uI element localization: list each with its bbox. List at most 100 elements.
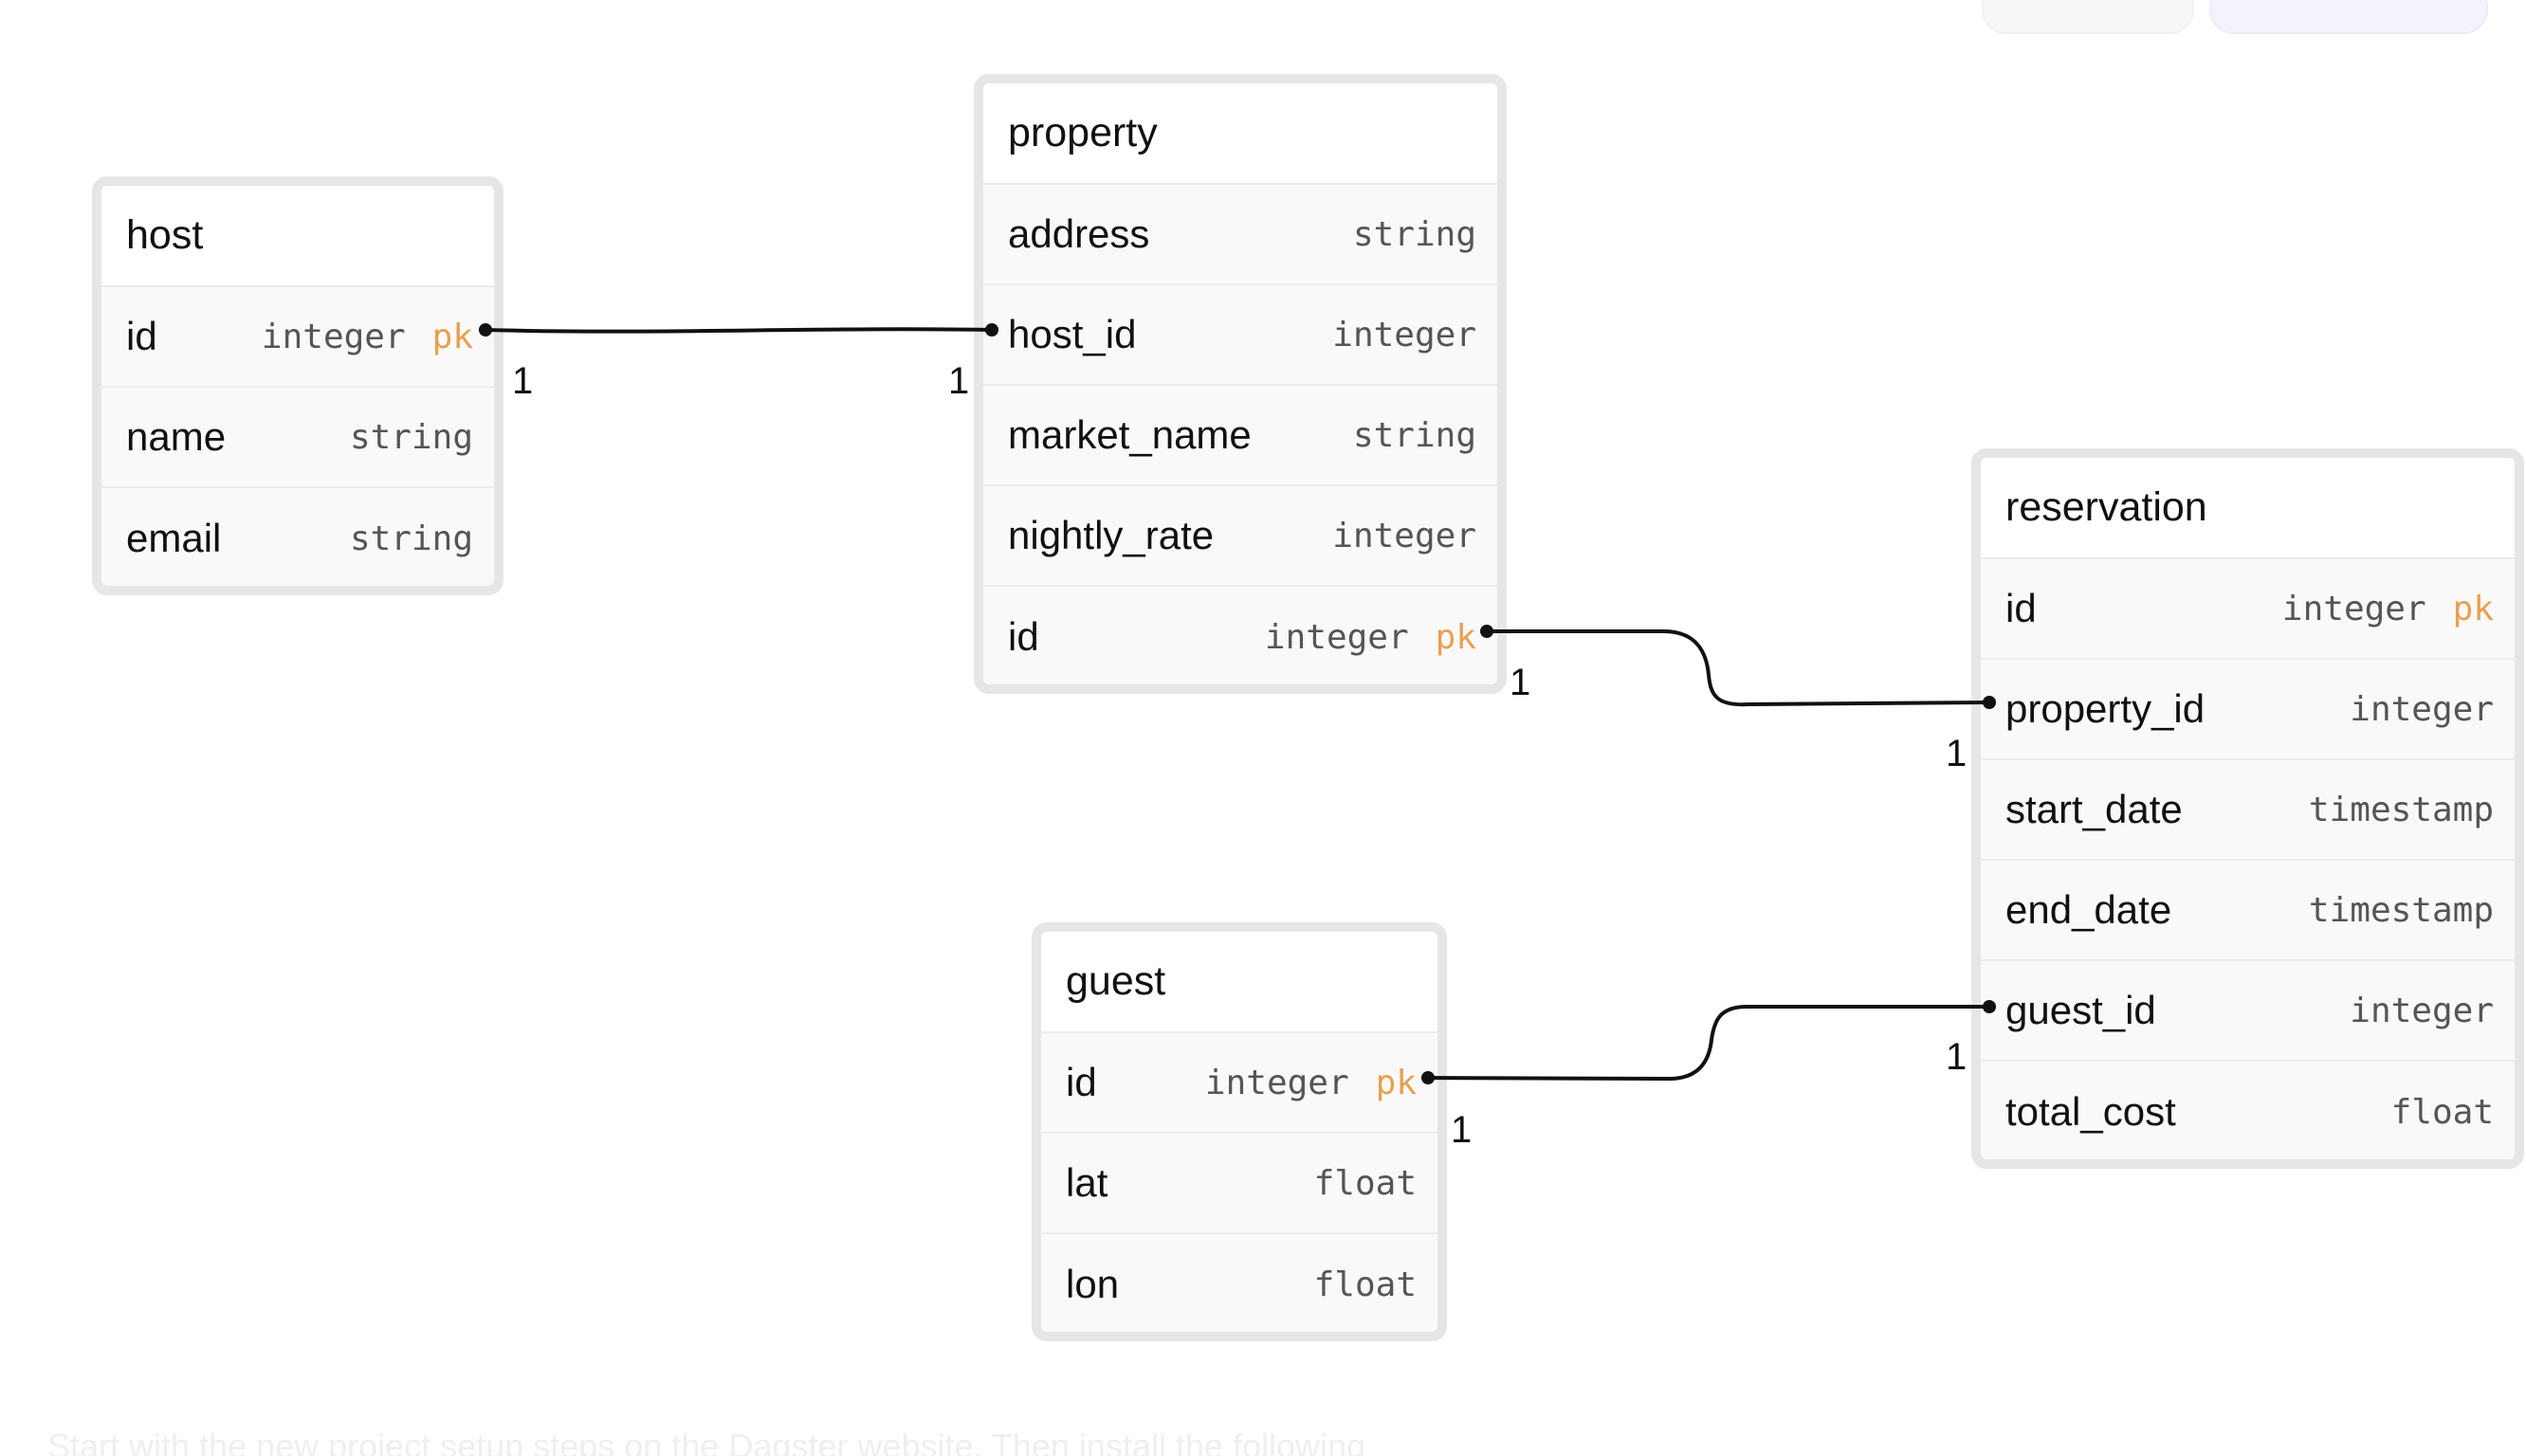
column-name: market_name [1008,412,1252,457]
column-row-end-date[interactable]: end_date timestamp [1981,861,2515,961]
column-name: total_cost [2005,1089,2176,1134]
column-type: integer [2350,991,2494,1030]
entity-title: reservation [1981,458,2515,559]
connector-line [1427,1004,1989,1082]
column-type: integer [1204,1063,1349,1102]
entity-guest[interactable]: guest id integer pk lat float lon float [1032,922,1447,1341]
top-control-left[interactable] [1982,0,2194,34]
cardinality-label: 1 [948,360,969,402]
column-type: string [349,519,473,558]
column-type-group: integer [2350,992,2494,1030]
cardinality-label: 1 [1946,1036,1967,1078]
column-type: integer [1332,516,1476,555]
column-type: integer [2281,589,2426,628]
column-row-total-cost[interactable]: total_cost float [1981,1062,2515,1159]
column-row-id[interactable]: id integer pk [983,587,1497,684]
column-row-name[interactable]: name string [101,388,494,488]
column-row-lat[interactable]: lat float [1041,1134,1437,1234]
primary-key-badge: pk [1435,617,1476,657]
column-type-group: timestamp [2309,791,2494,829]
primary-key-badge: pk [431,317,473,356]
column-name: id [1066,1060,1097,1104]
column-type-group: integer pk [262,318,473,356]
background-instructions-text: Start with the new project setup steps o… [47,1427,1366,1456]
column-name: lat [1066,1160,1108,1205]
column-type-group: integer pk [1205,1064,1417,1102]
column-row-nightly-rate[interactable]: nightly_rate integer [983,486,1497,587]
column-type-group: float [1314,1265,1417,1304]
column-type: integer [1264,617,1409,657]
entity-columns: id integer pk name string email string [101,287,494,586]
cardinality-label: 1 [1510,662,1530,703]
column-name: host_id [1008,312,1137,356]
column-type: integer [261,317,406,356]
column-type-group: integer pk [1265,618,1476,657]
entity-title: property [983,83,1497,185]
column-type-group: timestamp [2309,891,2494,930]
column-type: float [2390,1092,2494,1132]
column-name: nightly_rate [1008,513,1215,557]
column-type: integer [2350,689,2494,729]
column-type-group: string [350,418,473,457]
column-name: property_id [2005,686,2206,731]
column-name: lon [1066,1262,1120,1306]
column-name: id [126,314,157,358]
entity-host[interactable]: host id integer pk name string email string [92,176,503,595]
column-row-host-id[interactable]: host_id integer [983,285,1497,386]
column-type-group: string [350,519,473,558]
column-type: string [1352,415,1476,455]
column-type: float [1313,1163,1417,1203]
column-row-start-date[interactable]: start_date timestamp [1981,760,2515,861]
column-name: address [1008,211,1150,256]
column-name: id [2005,586,2037,630]
column-type: timestamp [2308,790,2494,829]
cardinality-label: 1 [1451,1109,1472,1151]
column-type-group: integer [2350,690,2494,729]
connector-line [1487,629,1990,707]
column-type-group: float [1314,1164,1417,1203]
entity-columns: id integer pk lat float lon float [1041,1033,1437,1332]
column-row-email[interactable]: email string [101,488,494,586]
entity-title: guest [1041,932,1437,1033]
relationship-guest-reservation[interactable]: 1 1 [1421,1000,1996,1151]
column-type: timestamp [2308,890,2494,930]
column-row-id[interactable]: id integer pk [1981,559,2515,660]
column-row-guest-id[interactable]: guest_id integer [1981,961,2515,1062]
column-name: guest_id [2005,988,2156,1032]
column-name: id [1008,614,1039,659]
primary-key-badge: pk [2452,589,2494,628]
column-type: integer [1332,315,1476,355]
relationship-property-reservation[interactable]: 1 1 [1480,625,1996,774]
column-row-lon[interactable]: lon float [1041,1234,1437,1332]
column-row-id[interactable]: id integer pk [101,287,494,388]
column-type-group: float [2391,1093,2494,1132]
column-type-group: integer [1332,517,1476,555]
column-type-group: string [1353,215,1476,254]
column-row-property-id[interactable]: property_id integer [1981,660,2515,760]
column-row-market-name[interactable]: market_name string [983,386,1497,486]
column-type: string [349,417,473,457]
column-row-id[interactable]: id integer pk [1041,1033,1437,1134]
primary-key-badge: pk [1375,1063,1417,1102]
cardinality-label: 1 [512,360,533,402]
entity-title: host [101,186,494,287]
column-type-group: string [1353,416,1476,455]
relationship-host-property[interactable]: 1 1 [479,323,998,402]
column-type-group: integer pk [2282,590,2494,628]
column-name: email [126,516,222,560]
column-name: name [126,414,227,459]
column-type: float [1313,1265,1417,1304]
column-name: end_date [2005,887,2172,932]
connector-line [485,327,993,334]
column-type: string [1352,214,1476,254]
cardinality-label: 1 [1946,733,1967,774]
column-row-address[interactable]: address string [983,185,1497,285]
column-type-group: integer [1332,316,1476,355]
top-control-right[interactable] [2209,0,2488,34]
column-name: start_date [2005,787,2183,831]
